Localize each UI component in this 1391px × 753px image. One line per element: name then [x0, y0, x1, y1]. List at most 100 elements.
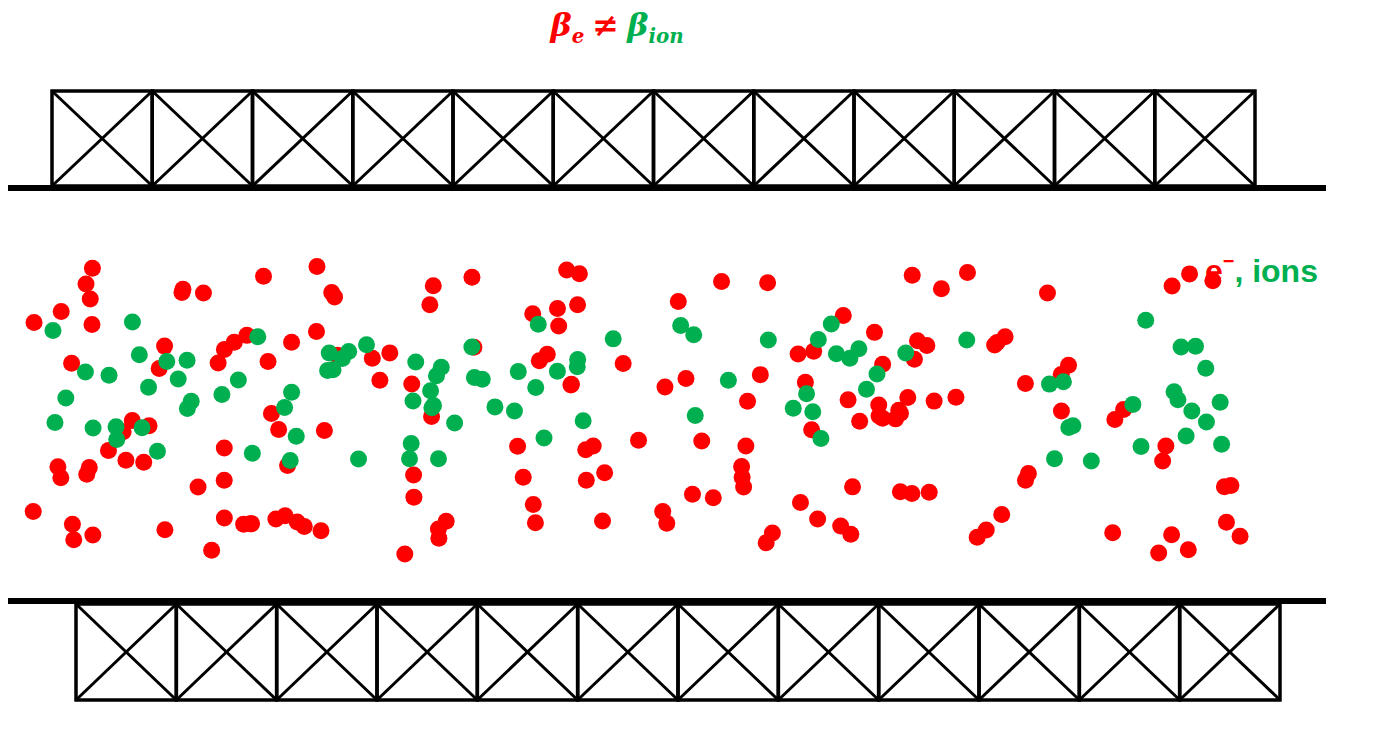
ion-dot — [958, 332, 975, 349]
electron-dot — [527, 514, 544, 531]
coil-cross — [353, 91, 453, 186]
ion-dot — [282, 452, 299, 469]
coil-cell — [176, 604, 276, 700]
electron-dot — [809, 510, 826, 527]
coil-cell — [1055, 91, 1155, 186]
coil-cell — [277, 604, 377, 700]
ion-dot — [1055, 373, 1072, 390]
coil-cross — [477, 604, 577, 700]
beta-inequality: βe≠βion — [550, 6, 683, 48]
electron-dot — [525, 496, 542, 513]
coil-cell — [377, 604, 477, 700]
ion-dot — [1137, 312, 1154, 329]
electron-dot — [267, 511, 284, 528]
electron-dot — [734, 469, 751, 486]
coil-cross — [778, 604, 878, 700]
coil-cross — [979, 604, 1079, 700]
ion-dot — [798, 385, 815, 402]
ion-dot — [101, 367, 118, 384]
coil-cell — [854, 91, 954, 186]
coil-cell — [654, 91, 754, 186]
electron-dot — [156, 521, 173, 538]
electron-dot — [216, 472, 233, 489]
coil-cross — [553, 91, 653, 186]
coil-cross — [76, 604, 176, 700]
coil-cell — [453, 91, 553, 186]
ion-dot — [350, 451, 367, 468]
electron-dot — [260, 353, 277, 370]
electron-dot — [790, 345, 807, 362]
lower-coil — [76, 604, 1280, 700]
coil-cross — [453, 91, 553, 186]
electron-dot — [1180, 541, 1197, 558]
electron-dot — [563, 376, 580, 393]
ion-dot — [850, 340, 867, 357]
electron-dot — [1163, 526, 1180, 543]
coil-cross — [277, 604, 377, 700]
label-text: β — [550, 6, 571, 44]
electron-dot — [82, 291, 99, 308]
coil-cross — [1155, 91, 1255, 186]
ion-dot — [687, 407, 704, 424]
electron-dot — [84, 260, 101, 277]
electron-dot — [313, 522, 330, 539]
electron-dot — [1232, 528, 1249, 545]
ion-dot — [140, 379, 157, 396]
ion-dot — [213, 386, 230, 403]
electron-dot — [405, 467, 422, 484]
coil-cross — [678, 604, 778, 700]
coil-cell — [52, 91, 152, 186]
electron-dot — [421, 296, 438, 313]
electron-dot — [53, 303, 70, 320]
ion-dot — [1187, 338, 1204, 355]
coil-cell — [477, 604, 577, 700]
electron-dot — [438, 513, 455, 530]
coil-cross — [1079, 604, 1179, 700]
electron-dot — [866, 324, 883, 341]
ion-dot — [134, 419, 151, 436]
coil-cell — [152, 91, 252, 186]
electron-dot — [26, 314, 43, 331]
coil-cross — [1055, 91, 1155, 186]
electron-dot — [64, 516, 81, 533]
electron-dot — [531, 352, 548, 369]
ion-dot — [1212, 394, 1229, 411]
superscript: − — [1223, 250, 1235, 272]
ion-dot — [685, 326, 702, 343]
coil-cross — [879, 604, 979, 700]
ion-dot — [430, 450, 447, 467]
electron-dot — [1104, 524, 1121, 541]
ion-dot — [1183, 403, 1200, 420]
coil-cell — [778, 604, 878, 700]
coil-cross — [52, 91, 152, 186]
electron-dot — [216, 510, 233, 527]
upper-coil — [52, 91, 1255, 186]
coil-cross — [1055, 91, 1155, 186]
electron-dot — [1053, 402, 1070, 419]
ion-dot — [463, 338, 480, 355]
coil-cross — [377, 604, 477, 700]
ion-dot — [1060, 419, 1077, 436]
coil-cell — [754, 91, 854, 186]
coil-cross — [277, 604, 377, 700]
coil-cross — [152, 91, 252, 186]
ion-dot — [897, 345, 914, 362]
coil-cross — [654, 91, 754, 186]
electron-dot — [1039, 285, 1056, 302]
coil-cross — [76, 604, 176, 700]
electron-dot — [874, 410, 891, 427]
electron-dot — [190, 478, 207, 495]
coil-cross — [453, 91, 553, 186]
ion-dot — [1166, 383, 1183, 400]
coil-cross — [253, 91, 353, 186]
coil-cross — [778, 604, 878, 700]
electron-dot — [959, 264, 976, 281]
ion-dot — [407, 354, 424, 371]
ion-dot — [536, 430, 553, 447]
electron-dot — [1157, 437, 1174, 454]
electron-dot — [405, 489, 422, 506]
ion-dot — [1083, 453, 1100, 470]
ion-dot — [812, 430, 829, 447]
electron-dot — [78, 275, 95, 292]
electron-dot — [381, 344, 398, 361]
